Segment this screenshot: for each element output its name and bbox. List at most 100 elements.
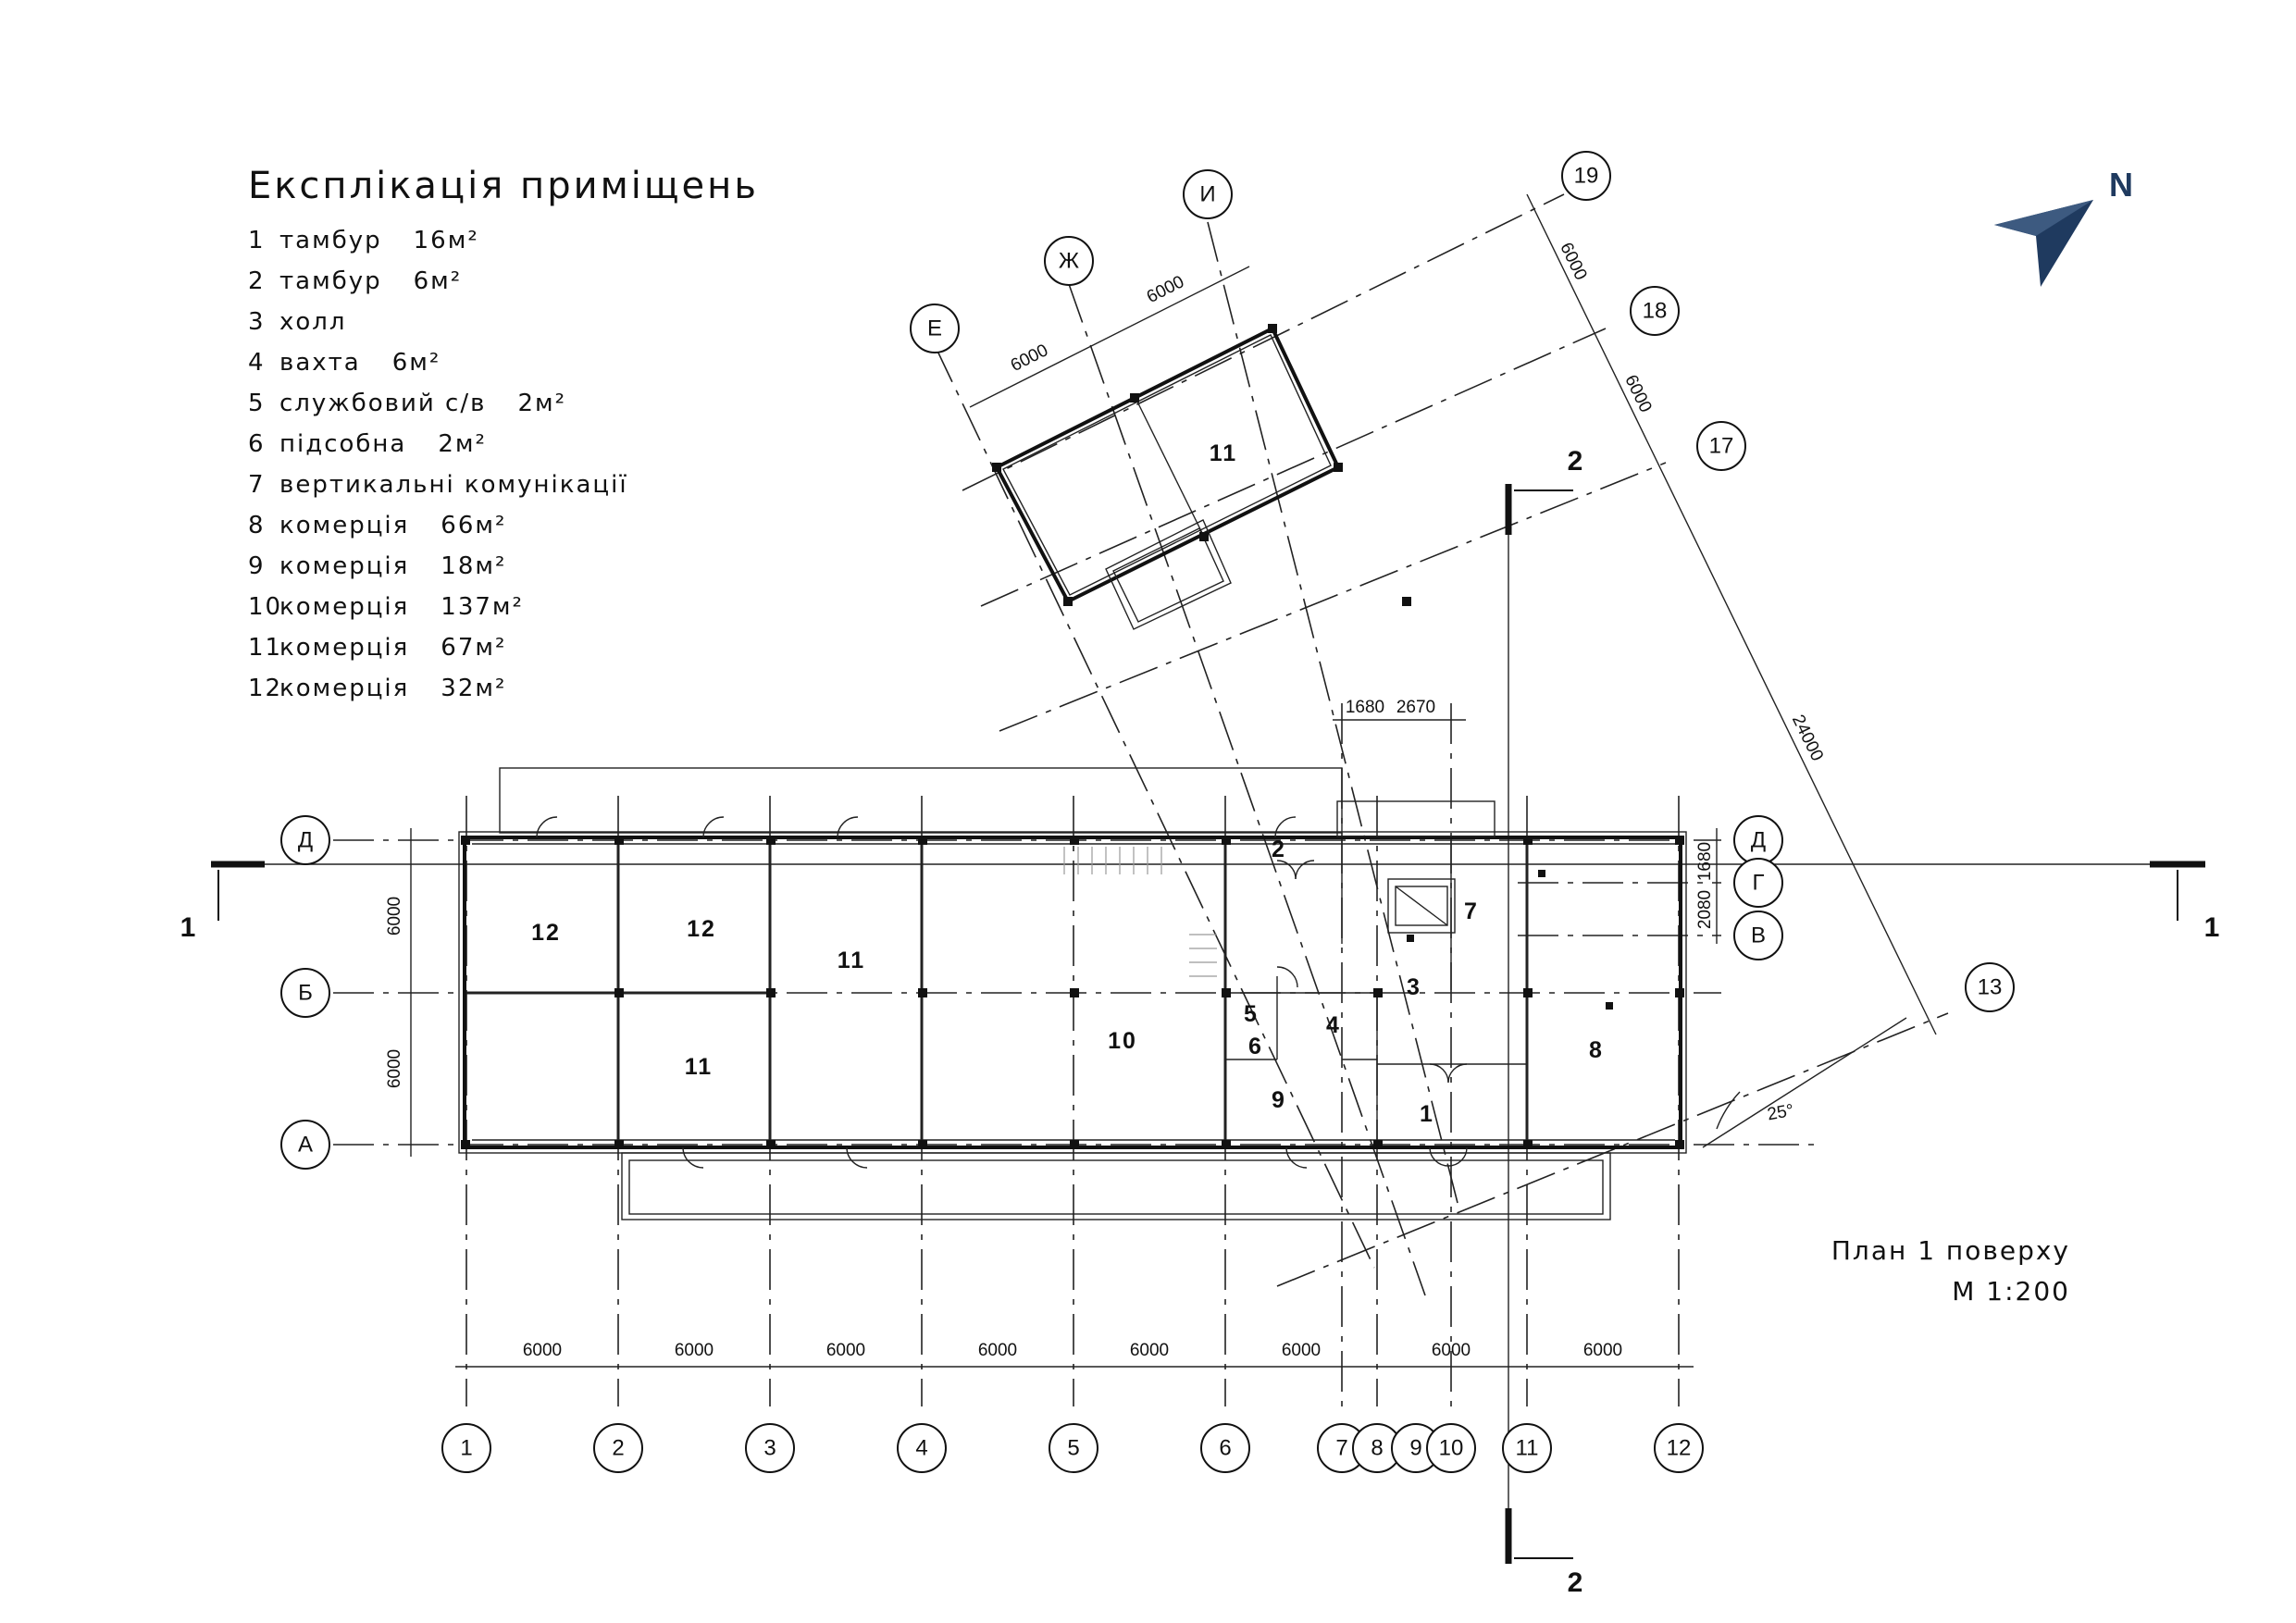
- svg-text:10: 10: [1439, 1436, 1464, 1461]
- rotated-axes: [934, 193, 1949, 1296]
- svg-text:7: 7: [1335, 1436, 1347, 1461]
- legend-item-area: 2м²: [517, 390, 567, 417]
- dim-rot-right-2: 24000: [1788, 712, 1827, 764]
- svg-text:2: 2: [1568, 1567, 1583, 1598]
- legend-item-name: комерція: [279, 552, 410, 580]
- axis-bubble-row-right-2: В: [1733, 911, 1783, 960]
- svg-text:5: 5: [1067, 1436, 1079, 1461]
- axis-bubble-rot-13: 13: [1965, 962, 2015, 1012]
- north-arrow-icon: N: [1994, 166, 2133, 287]
- legend-item-name: тамбур: [279, 267, 382, 295]
- legend-item-name: комерція: [279, 634, 410, 662]
- dim-rot-top-1: 6000: [1144, 272, 1187, 307]
- dim-bottom-1: 6000: [675, 1341, 714, 1360]
- legend-item-area: 32м²: [441, 675, 507, 702]
- legend-item-number: 6: [248, 430, 266, 458]
- legend-item-number: 8: [248, 512, 266, 539]
- section-mark-2-top: 2: [1505, 446, 1582, 535]
- axis-bubble-rot-Ж: Ж: [1044, 236, 1094, 286]
- legend-item: 5 службовий с/в 2м²: [248, 383, 759, 424]
- svg-text:9: 9: [1409, 1436, 1421, 1461]
- svg-text:4: 4: [915, 1436, 927, 1461]
- legend-item-number: 9: [248, 552, 266, 580]
- legend-item-name: холл: [279, 308, 347, 336]
- room-number-r5: 5: [1244, 1001, 1259, 1027]
- axis-bubble-rot-17: 17: [1696, 421, 1746, 471]
- legend-item-area: 18м²: [441, 552, 507, 580]
- legend-item-name: вертикальні комунікації: [279, 471, 628, 499]
- legend-item-area: 16м²: [413, 227, 479, 254]
- legend-item: 12комерція 32м²: [248, 668, 759, 709]
- column-axes: [465, 703, 1680, 1406]
- legend-item-name: комерція: [279, 675, 410, 702]
- dim-rot-right-0: 6000: [1556, 240, 1590, 283]
- dim-bottom-2: 6000: [826, 1341, 865, 1360]
- axis-bubble-col-1: 1: [441, 1423, 491, 1473]
- svg-text:19: 19: [1574, 164, 1599, 189]
- dim-bottom-3: 6000: [978, 1341, 1017, 1360]
- dim-rot-top-0: 6000: [1008, 341, 1051, 376]
- axis-bubble-col-5: 5: [1049, 1423, 1098, 1473]
- room-number-r2: 2: [1272, 836, 1286, 862]
- svg-text:6: 6: [1219, 1436, 1231, 1461]
- axis-bubble-row-left-2: А: [280, 1120, 330, 1170]
- svg-text:17: 17: [1709, 434, 1734, 459]
- section-lines: [231, 486, 2193, 1564]
- legend-item: 2 тамбур 6м²: [248, 261, 759, 302]
- legend-item-name: службовий с/в: [279, 390, 487, 417]
- legend-item-area: 6м²: [413, 267, 463, 295]
- axis-bubble-col-4: 4: [897, 1423, 947, 1473]
- svg-text:И: И: [1199, 182, 1215, 207]
- svg-text:Г: Г: [1753, 871, 1765, 896]
- dim-bottom-7: 6000: [1583, 1341, 1622, 1360]
- main-building: [458, 767, 1687, 1220]
- plan-scale: М 1:200: [1952, 1276, 2070, 1307]
- axis-bubble-col-12: 12: [1654, 1423, 1704, 1473]
- dim-top-1: 2670: [1396, 698, 1435, 717]
- axis-bubble-row-right-1: Г: [1733, 858, 1783, 908]
- axis-bubble-rot-И: И: [1183, 169, 1233, 219]
- legend-item-area: 2м²: [438, 430, 487, 458]
- room-number-r11a: 11: [838, 948, 865, 973]
- legend-item-area: 66м²: [441, 512, 507, 539]
- dimension-lines: [410, 193, 1937, 1368]
- legend-item-number: 5: [248, 390, 266, 417]
- axis-bubble-col-10: 10: [1426, 1423, 1476, 1473]
- svg-text:Д: Д: [1751, 828, 1766, 853]
- section-mark-2-bottom: 2: [1505, 1508, 1583, 1598]
- dim-right-0: 1680: [1695, 842, 1715, 881]
- section-mark-1-right: 1: [2150, 861, 2219, 943]
- legend-item-name: комерція: [279, 512, 410, 539]
- dim-bottom-6: 6000: [1432, 1341, 1471, 1360]
- axis-bubble-col-8: 8: [1352, 1423, 1402, 1473]
- legend-item-number: 4: [248, 349, 266, 377]
- room-number-r6: 6: [1248, 1034, 1263, 1059]
- room-number-r11b: 11: [685, 1054, 713, 1080]
- dim-left-1: 6000: [385, 1049, 404, 1088]
- axis-bubble-row-right-0: Д: [1733, 815, 1783, 865]
- axis-bubble-row-left-1: Б: [280, 968, 330, 1018]
- svg-text:8: 8: [1371, 1436, 1383, 1461]
- annex-building: [992, 324, 1613, 1010]
- axis-bubble-col-6: 6: [1200, 1423, 1250, 1473]
- legend-item: 8 комерція 66м²: [248, 505, 759, 546]
- svg-text:12: 12: [1667, 1436, 1692, 1461]
- svg-text:Е: Е: [927, 316, 942, 341]
- svg-text:1: 1: [180, 912, 196, 943]
- legend-item-number: 7: [248, 471, 266, 499]
- legend-item: 7 вертикальні комунікації: [248, 465, 759, 505]
- room-number-r3: 3: [1407, 974, 1421, 1000]
- svg-text:1: 1: [460, 1436, 472, 1461]
- legend-item-number: 2: [248, 267, 266, 295]
- room-number-r12b: 12: [687, 916, 716, 942]
- legend-item-number: 12: [248, 675, 283, 702]
